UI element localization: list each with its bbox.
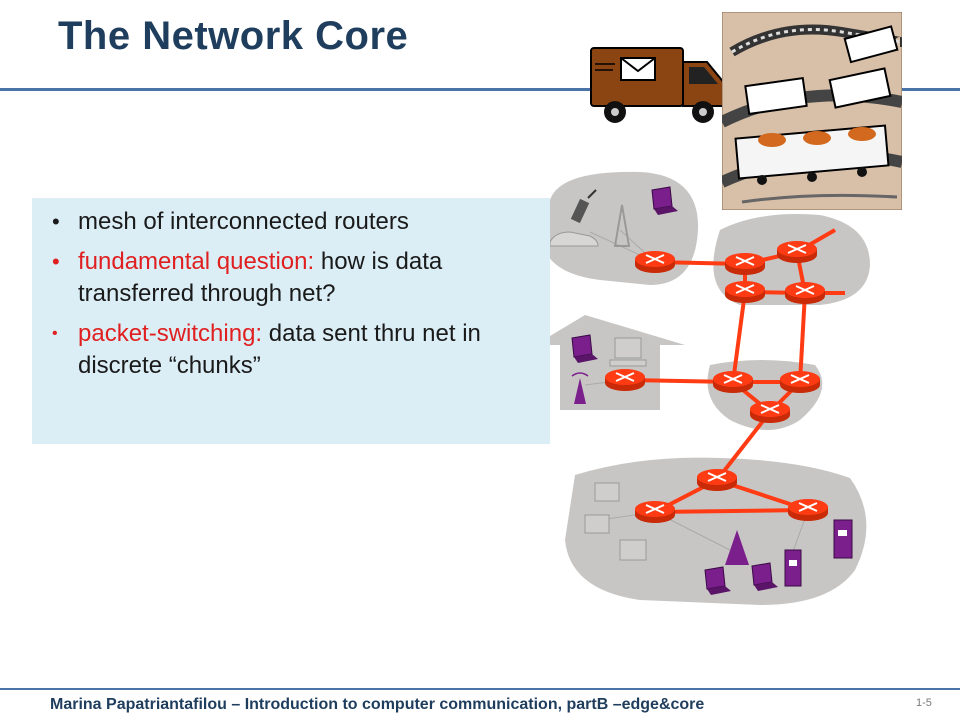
- cell-tower-icon: [613, 204, 631, 247]
- bullet-dot: •: [52, 249, 60, 274]
- cell-tower-icon: [725, 530, 749, 565]
- desktop-icon: [584, 482, 647, 561]
- bullet-panel: [32, 198, 550, 444]
- footer-rule: [0, 688, 960, 690]
- page-number: 1-5: [916, 697, 932, 709]
- bullet-highlight: fundamental question:: [78, 248, 315, 275]
- bullet-dot: •: [52, 209, 60, 234]
- mail-truck-icon: [590, 47, 726, 123]
- bullet-dot: •: [52, 325, 58, 342]
- bullet-text: mesh of interconnected routers: [78, 208, 409, 235]
- bullet-highlight: packet-switching:: [78, 320, 263, 347]
- pda-icon: [570, 189, 597, 224]
- slide-title: The Network Core: [58, 14, 409, 58]
- bullet-text: data sent thru net in discrete “chunks”: [78, 320, 481, 379]
- server-icon: [784, 519, 853, 587]
- access-region-top: [541, 171, 699, 285]
- car-icon: [549, 231, 599, 247]
- bullet-text: how is data transferred through net?: [78, 248, 443, 307]
- desktop-icon: [609, 337, 647, 367]
- title-underline: [0, 88, 960, 91]
- transport-illustration-icon: [722, 12, 902, 210]
- slide-footer: Marina Papatriantafilou – Introduction t…: [50, 696, 705, 713]
- cell-tower-icon: [571, 372, 589, 404]
- bullet-list: • mesh of interconnected routers • fundame…: [48, 206, 538, 390]
- bullet-item: • mesh of interconnected routers: [48, 206, 538, 238]
- network-core-diagram: [535, 171, 870, 605]
- bullet-item: • packet-switching: data sent thru net in…: [48, 318, 538, 382]
- bullet-item: • fundamental question: how is data trans…: [48, 246, 538, 310]
